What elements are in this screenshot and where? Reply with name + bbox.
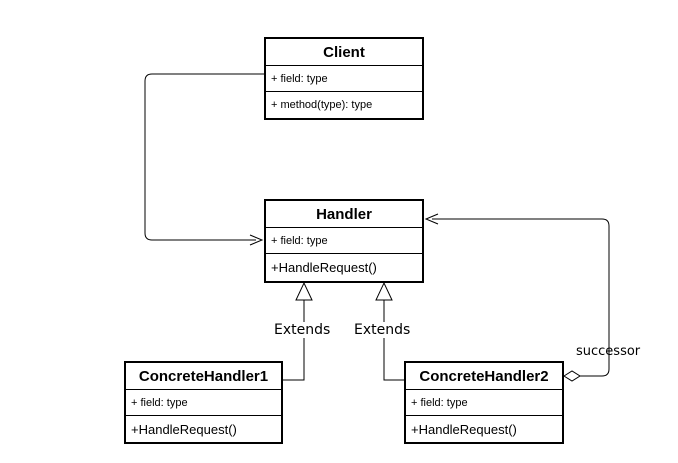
successor-label: successor bbox=[576, 344, 641, 359]
concrete2-extends-edge bbox=[383, 300, 404, 381]
concrete-handler2-field: + field: type bbox=[406, 390, 562, 416]
client-field: + field: type bbox=[266, 66, 422, 92]
extends-label-right: Extends bbox=[352, 322, 413, 338]
concrete1-extends-edge bbox=[283, 300, 305, 381]
successor-edge bbox=[432, 218, 610, 377]
handler-field: + field: type bbox=[266, 228, 422, 254]
handler-method: +HandleRequest() bbox=[271, 260, 377, 275]
concrete-handler1-field: + field: type bbox=[126, 390, 281, 416]
client-to-handler-arrowhead bbox=[249, 234, 264, 246]
client-method: + method(type): type bbox=[271, 99, 373, 111]
concrete-handler1-class-box[interactable]: ConcreteHandler1 + field: type +HandleRe… bbox=[124, 361, 283, 444]
concrete-handler2-method: +HandleRequest() bbox=[411, 421, 517, 437]
client-class-box[interactable]: Client + field: type + method(type): typ… bbox=[264, 37, 424, 120]
concrete2-generalization-triangle bbox=[375, 281, 393, 301]
concrete-handler2-class-name: ConcreteHandler2 bbox=[406, 363, 562, 390]
client-class-name: Client bbox=[266, 39, 422, 66]
extends-label-left: Extends bbox=[272, 322, 333, 338]
concrete1-generalization-triangle bbox=[295, 281, 313, 301]
successor-arrowhead bbox=[424, 213, 439, 225]
handler-class-box[interactable]: Handler + field: type +HandleRequest() bbox=[264, 199, 424, 283]
client-to-handler-edge bbox=[144, 73, 264, 241]
handler-class-name: Handler bbox=[266, 201, 422, 228]
concrete-handler1-method: +HandleRequest() bbox=[131, 421, 237, 437]
concrete-handler1-class-name: ConcreteHandler1 bbox=[126, 363, 281, 390]
concrete-handler2-class-box[interactable]: ConcreteHandler2 + field: type +HandleRe… bbox=[404, 361, 564, 444]
aggregation-diamond bbox=[563, 370, 581, 382]
